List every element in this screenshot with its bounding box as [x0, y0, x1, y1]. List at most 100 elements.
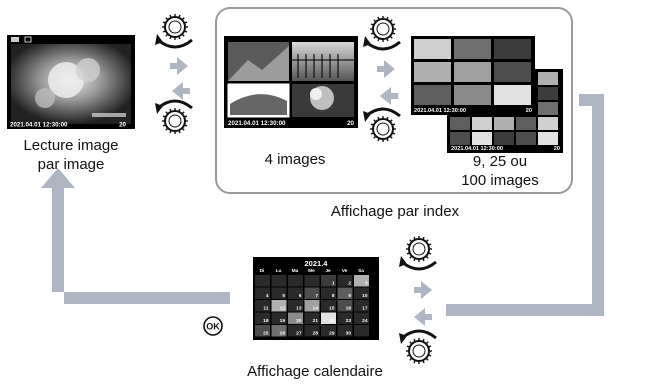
calendar-day-number: 7 — [315, 293, 318, 299]
calendar-day-number: 4 — [266, 293, 269, 299]
index-view-caption: Affichage par index — [330, 203, 460, 220]
calendar-day-number: 2 — [348, 281, 351, 287]
index-thumbnail — [414, 39, 451, 59]
arrow-right-icon — [170, 57, 188, 75]
many-back-frame-number: 20 — [554, 146, 560, 152]
connector-arrowhead — [41, 168, 75, 188]
calendar-day-number: 10 — [362, 293, 368, 299]
index-thumbnail — [450, 117, 470, 130]
dial-icon[interactable] — [369, 115, 397, 143]
dial-icon[interactable] — [405, 337, 433, 365]
calendar-day-cell[interactable] — [255, 287, 270, 300]
calendar-day-cell[interactable] — [288, 287, 303, 300]
calendar-day-cell[interactable] — [321, 325, 336, 337]
calendar-day-cell[interactable] — [288, 325, 303, 337]
index-thumbnail — [538, 72, 558, 85]
calendar-day-number: 23 — [346, 318, 352, 324]
calendar-day-cell[interactable] — [255, 300, 270, 312]
single-frame-number: 20 — [119, 122, 126, 129]
calendar-day-cell[interactable] — [271, 275, 287, 287]
single-label-line2: par image — [37, 156, 105, 173]
calendar-day-cell[interactable] — [271, 325, 287, 337]
calendar-day-cell[interactable] — [337, 325, 353, 337]
index-thumbnail — [538, 87, 558, 100]
arrow-left-icon — [172, 82, 190, 100]
index-thumbnail — [414, 62, 451, 82]
calendar-day-number: 9 — [348, 293, 351, 299]
calendar-day-number: 30 — [346, 331, 352, 337]
calendar-day-cell[interactable] — [288, 312, 303, 325]
calendar-day-cell[interactable] — [255, 325, 270, 337]
calendar-day-cell[interactable] — [354, 325, 369, 337]
index-thumbnail — [454, 39, 491, 59]
dial-icon[interactable] — [369, 15, 397, 43]
calendar-day-number: 29 — [329, 331, 335, 337]
calendar-day-cell[interactable] — [304, 287, 320, 300]
rotate-icon — [157, 38, 193, 49]
calendar-weekday: Ve — [342, 268, 348, 274]
four-images-label: 4 images — [264, 151, 326, 168]
calendar-day-cell[interactable] — [354, 287, 369, 300]
calendar-day-number: 20 — [296, 318, 302, 324]
calendar-day-cell[interactable] — [337, 312, 353, 325]
calendar-day-cell[interactable] — [304, 312, 320, 325]
calendar-day-cell[interactable] — [304, 275, 320, 287]
calendar-day-cell[interactable] — [271, 287, 287, 300]
calendar-day-number: 8 — [332, 293, 335, 299]
calendar-day-cell[interactable] — [354, 275, 369, 287]
calendar-weekday: Di — [260, 268, 265, 274]
calendar-day-cell[interactable] — [354, 312, 369, 325]
calendar-day-number: 3 — [365, 281, 368, 287]
index-thumbnail — [494, 132, 514, 145]
calendar-day-cell[interactable] — [321, 300, 336, 312]
calendar-month: 2021.4 — [305, 259, 329, 268]
calendar-day-cell[interactable] — [271, 312, 287, 325]
calendar-day-cell[interactable] — [255, 312, 270, 325]
arrow-left-icon — [380, 87, 398, 105]
calendar-day-number: 25 — [263, 331, 269, 337]
calendar-day-cell[interactable] — [354, 300, 369, 312]
index-thumbnail — [450, 132, 470, 145]
calendar-day-number: 16 — [346, 306, 352, 312]
calendar-day-number: 22 — [329, 318, 335, 324]
calendar-day-cell[interactable] — [304, 300, 320, 312]
index-thumbnail — [494, 62, 531, 82]
index-thumbnail — [538, 117, 558, 130]
calendar-day-cell[interactable] — [337, 275, 353, 287]
calendar-day-cell[interactable] — [255, 275, 270, 287]
arrow-right-icon — [414, 281, 432, 299]
dial-icon[interactable] — [161, 107, 189, 135]
single-timestamp: 2021.04.01 12:30:00 — [10, 122, 68, 129]
single-view-label: Lecture image par image — [2, 136, 140, 174]
calendar-day-number: 27 — [296, 331, 302, 337]
index-thumbnail — [414, 85, 451, 105]
calendar-day-cell[interactable] — [288, 300, 303, 312]
calendar-day-cell[interactable] — [321, 287, 336, 300]
calendar-day-cell[interactable] — [321, 312, 336, 325]
calendar-day-number: 26 — [280, 331, 286, 337]
calendar-weekday: Lu — [276, 268, 282, 274]
many-frame-number: 20 — [526, 108, 532, 114]
many-label-line1: 9, 25 ou — [472, 153, 528, 170]
dial-icon[interactable] — [405, 235, 433, 263]
index-thumbnail — [494, 85, 531, 105]
calendar-day-cell[interactable] — [304, 325, 320, 337]
ok-button-label: OK — [206, 322, 220, 332]
many-label-line2: 100 images — [461, 172, 539, 189]
index-thumbnail — [454, 85, 491, 105]
calendar-day-cell[interactable] — [337, 300, 353, 312]
ok-button-icon[interactable]: OK — [203, 316, 223, 336]
calendar-weekday: Je — [325, 268, 331, 274]
calendar-day-cell[interactable] — [288, 275, 303, 287]
arrow-left-icon — [414, 308, 432, 326]
calendar-day-number: 15 — [329, 306, 335, 312]
calendar-day-number: 11 — [263, 306, 268, 312]
dial-icon[interactable] — [161, 13, 189, 41]
single-label-line1: Lecture image — [23, 137, 119, 154]
calendar-day-cell[interactable] — [271, 300, 287, 312]
single-image-screen: 2021.04.01 12:30:00 20 — [7, 35, 135, 129]
calendar-day-cell[interactable] — [321, 275, 336, 287]
calendar-day-cell[interactable] — [337, 287, 353, 300]
